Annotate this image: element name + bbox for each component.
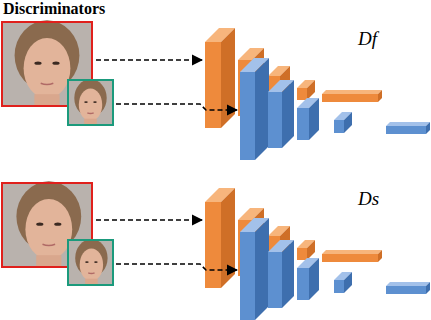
- block-side: [426, 122, 430, 134]
- block-top: [322, 250, 382, 254]
- mouth: [41, 83, 54, 84]
- layer-block: [240, 218, 269, 320]
- block-front: [322, 254, 378, 262]
- layer-block: [334, 272, 352, 293]
- layer-block: [386, 122, 430, 134]
- photo-ground: [68, 240, 113, 285]
- layer-block: [205, 28, 235, 128]
- eye: [94, 261, 98, 263]
- block-front: [205, 42, 221, 128]
- layer-block: [205, 188, 235, 288]
- block-front: [297, 108, 309, 140]
- layer-block: [297, 98, 319, 140]
- block-side: [309, 258, 319, 300]
- block-side: [378, 250, 382, 262]
- block-front: [322, 94, 378, 102]
- block-front: [297, 88, 307, 100]
- block-front: [334, 120, 344, 133]
- photo-ground: [68, 80, 113, 125]
- block-top: [322, 90, 382, 94]
- layer-block: [297, 258, 319, 300]
- layer-block: [268, 80, 294, 148]
- block-side: [221, 28, 235, 128]
- layer-block: [240, 58, 269, 160]
- block-side: [282, 240, 294, 308]
- block-side: [344, 112, 352, 133]
- eye: [52, 61, 59, 64]
- layer-block: [268, 240, 294, 308]
- discriminator-name: Df: [358, 28, 377, 50]
- dashed-arrow: [96, 219, 202, 221]
- neck: [36, 255, 61, 267]
- block-side: [255, 218, 269, 320]
- eye: [36, 222, 43, 225]
- layer-block: [297, 240, 315, 260]
- layer-block: [297, 80, 315, 100]
- block-front: [386, 126, 426, 134]
- block-front: [386, 286, 426, 294]
- mouth: [88, 272, 94, 274]
- discriminator-name: Ds: [358, 188, 379, 210]
- block-side: [307, 80, 315, 100]
- block-side: [344, 272, 352, 293]
- block-top: [386, 282, 430, 286]
- block-front: [268, 252, 282, 308]
- dashed-arrow: [116, 104, 237, 110]
- skin: [79, 89, 102, 121]
- block-front: [205, 202, 221, 288]
- photo-border: [68, 240, 113, 285]
- layer-block: [386, 282, 430, 294]
- mouth: [43, 244, 56, 245]
- dashed-arrow: [116, 264, 237, 270]
- layer-block: [322, 90, 382, 102]
- eye: [84, 101, 88, 103]
- eye: [93, 101, 97, 103]
- block-side: [255, 58, 269, 160]
- block-top: [386, 122, 430, 126]
- block-side: [282, 80, 294, 148]
- layer-block: [322, 250, 382, 262]
- eye: [85, 261, 89, 263]
- block-side: [426, 282, 430, 294]
- block-front: [240, 72, 255, 160]
- skin: [80, 249, 103, 281]
- block-side: [307, 240, 315, 260]
- block-front: [297, 248, 307, 260]
- eye: [34, 61, 41, 64]
- skin: [24, 38, 71, 98]
- block-side: [378, 90, 382, 102]
- block-front: [297, 268, 309, 300]
- block-side: [309, 98, 319, 140]
- neck: [34, 94, 59, 106]
- dashed-arrow: [96, 59, 202, 61]
- block-front: [334, 280, 344, 293]
- face-photo: [68, 79, 113, 125]
- mouth: [87, 112, 93, 114]
- skin: [25, 199, 72, 259]
- block-front: [268, 92, 282, 148]
- layer-block: [334, 112, 352, 133]
- block-front: [240, 232, 255, 320]
- block-side: [221, 188, 235, 288]
- eye: [54, 222, 61, 225]
- photo-border: [68, 80, 113, 125]
- face-photo: [68, 239, 113, 285]
- diagram-title: Discriminators: [3, 0, 105, 18]
